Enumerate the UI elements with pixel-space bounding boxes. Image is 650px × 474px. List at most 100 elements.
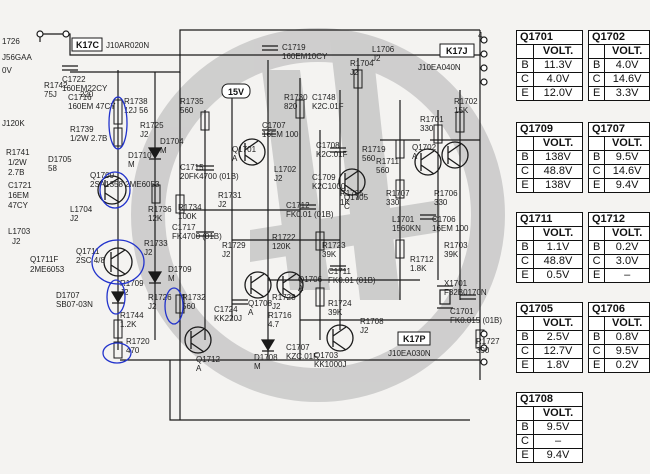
- component-value-d1705: 58: [48, 164, 57, 173]
- component-ref-c1707b: C1707: [286, 343, 310, 352]
- voltage-table-pin: E: [516, 268, 534, 283]
- voltage-table-value: 0.5V: [533, 268, 583, 283]
- component-ref-c1711: C1711: [328, 267, 352, 276]
- connector-pin-icon: [480, 36, 488, 44]
- component-ref-c1724: C1724: [214, 305, 238, 314]
- component-value-r1724: 39K: [328, 308, 343, 317]
- connector-pin-icon: [480, 50, 488, 58]
- left-edge-text: L1703: [8, 227, 31, 236]
- left-edge-labels: 1726 J56GAA 0V J120K R1741 1/2W 2.7B C17…: [2, 37, 65, 274]
- voltage-table-pin: E: [516, 358, 534, 373]
- left-edge-text: 2ME6053: [30, 265, 65, 274]
- component-value-r1705: 1K: [340, 198, 350, 207]
- diode-d1704-icon: [147, 147, 163, 160]
- component-ref-c1708: C1708: [316, 141, 340, 150]
- supply-15v-badge: 15V: [221, 83, 251, 99]
- voltage-table-corner: [516, 136, 534, 151]
- connector-pin-icon: [62, 30, 70, 38]
- resistor-r1738-icon: [113, 99, 123, 125]
- component-value-r1731: J2: [218, 200, 227, 209]
- component-ref-l1704: L1704: [70, 205, 93, 214]
- component-value-r1732: 560: [182, 302, 196, 311]
- voltage-table-value: –: [533, 434, 583, 449]
- left-edge-text: J120K: [2, 119, 25, 128]
- component-ref-l1702: L1702: [274, 165, 297, 174]
- voltage-table-header: VOLT.: [533, 406, 583, 421]
- left-edge-text: J56GAA: [2, 53, 32, 62]
- component-value-l1704: J2: [70, 214, 79, 223]
- voltage-table-value: 0.8V: [604, 330, 650, 345]
- component-value-c1717: FK4700 (01B): [172, 232, 222, 241]
- resistor-r1744-icon: [113, 319, 123, 339]
- voltage-table-corner: [587, 44, 606, 59]
- resistor-r1735-icon: [200, 111, 210, 131]
- component-ref-r1742: R1742: [44, 81, 68, 90]
- connector-pin-icon: [480, 358, 488, 366]
- resistor-r1711-icon: [395, 139, 405, 159]
- component-value-r1730: 820: [284, 102, 298, 111]
- diode-symbols: [110, 147, 276, 352]
- left-edge-text: 1726: [2, 37, 20, 46]
- component-ref-c1706: C1706: [432, 215, 456, 224]
- voltage-table-title: Q1712: [588, 212, 650, 227]
- transistor-q1706-icon: [276, 271, 304, 299]
- component-value-r1729: J2: [222, 250, 231, 259]
- component-value-c1708: K2C.01F: [316, 150, 348, 159]
- transistor-q1702-icon: [414, 148, 442, 176]
- voltage-table-value: 3.3V: [604, 86, 650, 101]
- voltage-table-header: VOLT.: [604, 226, 650, 241]
- component-value-c1706: 16EM 100: [432, 224, 469, 233]
- component-ref-x1701: X1701: [444, 279, 468, 288]
- component-ref-r1730: R1730: [284, 93, 308, 102]
- component-value-d1708: M: [254, 362, 261, 371]
- capacitor-c1706-icon: [420, 214, 436, 220]
- connector-pin-icon: [480, 330, 488, 338]
- highlight-ellipse: [102, 342, 132, 364]
- component-value-c1748: K2C.01F: [312, 102, 344, 111]
- connector-k17c-name: K17C: [76, 40, 100, 50]
- component-ref-d1709: D1709: [168, 265, 192, 274]
- component-ref-r1732: R1732: [182, 293, 206, 302]
- voltage-table-pin: B: [516, 150, 534, 165]
- highlight-ellipse: [99, 171, 131, 209]
- component-ref-r1709: R1709: [120, 279, 144, 288]
- diode-d1709-icon: [147, 271, 163, 284]
- component-ref-c1715: C1715: [180, 163, 204, 172]
- voltage-table-value: 138V: [533, 178, 583, 193]
- voltage-table-title: Q1706: [588, 302, 650, 317]
- voltage-table-pin: B: [587, 58, 606, 73]
- component-value-c1722: 160EM22CY: [62, 84, 108, 93]
- connector-pin-icon: [480, 344, 488, 352]
- voltage-table-header: VOLT.: [604, 136, 650, 151]
- wiring: [39, 29, 481, 421]
- component-value-x1701: F32B0170N: [444, 288, 487, 297]
- voltage-table-pin: C: [516, 164, 534, 179]
- component-value-q1702: A: [412, 152, 418, 161]
- component-value-r1726: J2: [148, 302, 157, 311]
- left-edge-text: C1721: [8, 181, 32, 190]
- transistor-symbols: [97, 138, 469, 354]
- voltage-table-pin: C: [587, 254, 606, 269]
- transistor-q1703-icon: [326, 324, 354, 352]
- voltage-table-value: 0.2V: [604, 240, 650, 255]
- component-ref-r1711: R1711: [376, 157, 400, 166]
- resistor-r1730-icon: [295, 99, 305, 119]
- connector-k17p-part: J10EA030N: [388, 349, 431, 358]
- resistor-r1704-icon: [353, 69, 363, 89]
- connector-pin-icon: [480, 78, 488, 86]
- component-ref-c1717: C1717: [172, 223, 196, 232]
- component-ref-q1709: Q1709: [90, 171, 115, 180]
- component-ref-r1733: R1733: [144, 239, 168, 248]
- voltage-table-value: 9.4V: [604, 178, 650, 193]
- component-ref-d1710: D1710: [128, 151, 152, 160]
- component-ref-c1722: C1722: [62, 75, 86, 84]
- component-value-r1708: J2: [360, 326, 369, 335]
- voltage-table-pin: B: [587, 330, 606, 345]
- component-value-c1719: 160EM10CY: [282, 52, 328, 61]
- component-value-q1705: C: [344, 202, 350, 211]
- component-ref-q1712: Q1712: [196, 355, 221, 364]
- component-value-r1736: 12K: [148, 214, 163, 223]
- component-value-c1701: FK0.015 (01B): [450, 316, 502, 325]
- component-value-l1701: 1560KN: [392, 224, 421, 233]
